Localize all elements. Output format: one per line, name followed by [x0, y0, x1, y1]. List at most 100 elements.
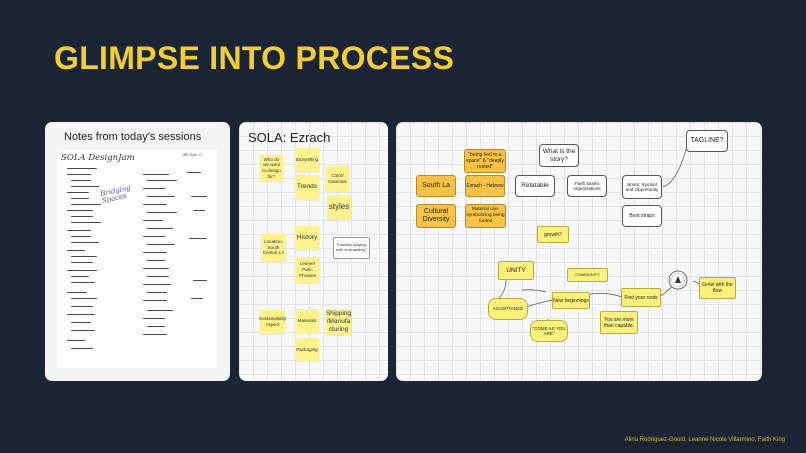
handwriting-stroke: [67, 340, 85, 342]
handwriting-stroke: [193, 280, 207, 282]
sticky-note: Materials: [295, 309, 319, 333]
handwriting-stroke: [71, 256, 97, 258]
mindmap-node: New beginnings: [552, 292, 590, 309]
mindmap-node: "being tied to a space" & "deeply rooted…: [464, 149, 506, 173]
handwriting-stroke: [143, 268, 169, 270]
sticky-note: styles: [327, 195, 351, 219]
mindmap-node: growth?: [537, 226, 569, 243]
mindmap-node: ACCEPTANCE: [488, 298, 528, 320]
sola-ezrach-board: SOLA: Ezrach Who do we want to design fo…: [239, 122, 388, 381]
handwriting-stroke: [143, 204, 167, 206]
mindmap-node: "COME AS YOU ARE": [530, 320, 568, 342]
mindmap-node: South La: [416, 175, 456, 197]
mindmap-node: What is the story?: [539, 144, 579, 167]
callout-note: Possibly playing with re-branding?: [333, 237, 370, 259]
sticky-note: Storytelling: [295, 148, 319, 172]
handwriting-stroke: [143, 220, 163, 222]
sticky-note: Sustainability Aspect: [259, 310, 286, 334]
handwriting-stroke: [147, 276, 169, 278]
handwriting-stroke: [71, 216, 93, 218]
connector-line: [521, 289, 547, 293]
sticky-note: Leimert Park: Phrases: [295, 257, 320, 283]
notes-date: 8th Sept '22: [183, 153, 203, 157]
sticky-note: History: [295, 226, 319, 250]
handwriting-stroke: [67, 168, 97, 170]
handwriting-stroke: [71, 282, 95, 284]
handwriting-stroke: [143, 318, 165, 320]
handwriting-stroke: [143, 236, 165, 238]
sticky-note: Packaging: [295, 338, 319, 361]
mindmap-node: Boots: Symbol and Opportunity: [622, 175, 662, 199]
notes-highlight: Bridging Spaces: [99, 183, 132, 205]
mindmap-node: Find your roots: [621, 288, 661, 307]
stamp-logo-icon: [668, 270, 688, 290]
connector-line: [662, 141, 689, 188]
handwriting-stroke: [71, 322, 91, 324]
notes-panel-title: Notes from today's sessions: [64, 131, 202, 143]
mindmap-node: Cultural Diversity: [416, 204, 456, 228]
mindmap-node: TAGLINE?: [686, 130, 728, 152]
handwriting-stroke: [189, 238, 207, 240]
handwriting-stroke: [187, 172, 201, 174]
handwriting-stroke: [143, 252, 167, 254]
mindmap-node: Grow with the flow: [699, 277, 736, 299]
handwriting-stroke: [67, 314, 95, 316]
sticky-note: Shipping /Manufa cturing: [325, 309, 352, 335]
handwriting-stroke: [143, 284, 171, 286]
sticky-note: Who do we want to design for?: [260, 155, 283, 181]
mindmap-node: Relatable: [515, 175, 555, 197]
handwriting-stroke: [191, 196, 207, 198]
mindmap-connectors: [493, 141, 702, 329]
handwriting-stroke: [191, 298, 203, 300]
handwriting-stroke: [67, 192, 89, 194]
sola-panel-title: SOLA: Ezrach: [248, 130, 331, 145]
handwriting-stroke: [147, 212, 177, 214]
handwriting-stroke: [147, 228, 173, 230]
handwriting-stroke: [71, 242, 99, 244]
handwriting-stroke: [71, 262, 93, 264]
notes-heading: SOLA DesignJam: [61, 153, 135, 163]
handwriting-stroke: [71, 298, 97, 300]
handwriting-stroke: [67, 230, 91, 232]
handwriting-stroke: [67, 292, 87, 294]
handwriting-stroke: [143, 300, 167, 302]
slide-credits: Alina Rodriguez-Gould, Leanne Nicole Vil…: [624, 437, 785, 443]
handwriting-stroke: [71, 198, 89, 200]
handwriting-stroke: [71, 306, 93, 308]
handwriting-stroke: [67, 250, 85, 252]
handwriting-stroke: [147, 326, 165, 328]
handwriting-stroke: [71, 330, 95, 332]
mindmap-node: Material use: symbolizing being rooted: [465, 204, 506, 228]
mindmap-node: UNITY: [498, 261, 534, 280]
handwriting-stroke: [67, 270, 97, 272]
handwriting-stroke: [71, 222, 101, 224]
handwriting-stroke: [71, 236, 91, 238]
handwriting-stroke: [67, 174, 91, 176]
handwritten-notes-image: SOLA DesignJam 8th Sept '22 Bridging Spa…: [57, 150, 217, 368]
mindmap-node: You are more than capable.: [600, 311, 638, 334]
handwriting-stroke: [71, 204, 101, 206]
sticky-note: Color/ materials: [326, 166, 349, 191]
handwriting-stroke: [71, 348, 93, 350]
handwriting-stroke: [143, 188, 165, 190]
handwriting-stroke: [143, 174, 169, 176]
handwriting-stroke: [147, 292, 167, 294]
handwriting-stroke: [143, 334, 167, 336]
handwriting-stroke: [71, 276, 89, 278]
handwriting-stroke: [67, 210, 93, 212]
handwriting-stroke: [147, 180, 177, 182]
slide-title: GLIMPSE INTO PROCESS: [54, 40, 455, 76]
handwriting-stroke: [147, 310, 173, 312]
handwriting-stroke: [71, 186, 99, 188]
handwriting-stroke: [147, 260, 165, 262]
sticky-note: Trends: [295, 175, 319, 200]
mindmap-node: Ezrach - Hebrew: [465, 175, 505, 197]
handwriting-stroke: [193, 210, 205, 212]
notes-panel: Notes from today's sessions SOLA DesignJ…: [45, 122, 230, 381]
mindmap-node: Boot straps: [622, 205, 662, 227]
mindmap-board: "being tied to a space" & "deeply rooted…: [396, 122, 762, 381]
handwriting-stroke: [147, 196, 175, 198]
mindmap-node: Faith based organizations: [567, 175, 607, 197]
mindmap-node: COMMUNITY: [567, 268, 608, 282]
handwriting-stroke: [147, 244, 175, 246]
